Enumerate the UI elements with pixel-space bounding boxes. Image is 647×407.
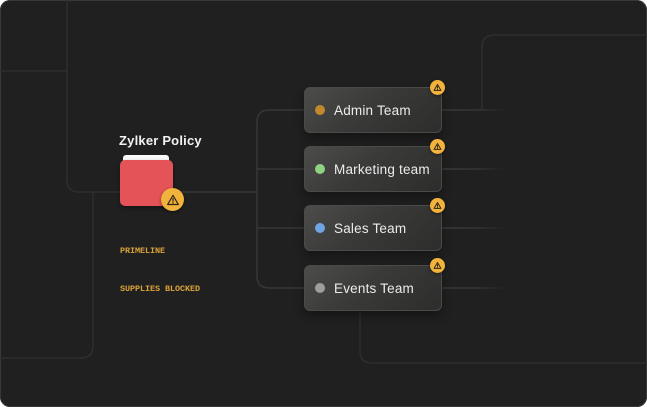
warning-badge-icon	[430, 258, 445, 273]
team-label: Admin Team	[334, 102, 411, 118]
team-color-dot	[315, 283, 325, 293]
policy-status-text: PRIMELINE SUPPLIES BLOCKED	[120, 220, 200, 320]
team-label: Marketing team	[334, 161, 430, 177]
team-color-dot	[315, 223, 325, 233]
warning-badge-icon	[430, 139, 445, 154]
background-frame-line	[0, 192, 94, 359]
warning-badge-icon	[161, 188, 184, 211]
status-line-2: SUPPLIES BLOCKED	[120, 283, 201, 294]
warning-badge-icon	[430, 198, 445, 213]
policy-title: Zylker Policy	[119, 133, 202, 148]
team-color-dot	[315, 164, 325, 174]
warning-triangle-icon	[433, 84, 442, 91]
warning-triangle-icon	[166, 194, 179, 205]
canvas-handle[interactable]	[0, 403, 4, 407]
background-frame-line	[66, 0, 257, 193]
team-label: Events Team	[334, 280, 414, 296]
status-line-1: PRIMELINE	[120, 246, 166, 256]
background-frame-line	[481, 34, 647, 110]
team-card-admin[interactable]: Admin Team	[304, 80, 445, 133]
team-color-dot	[315, 105, 325, 115]
team-card-sales[interactable]: Sales Team	[304, 198, 445, 251]
warning-triangle-icon	[433, 143, 442, 150]
warning-triangle-icon	[433, 262, 442, 269]
team-label: Sales Team	[334, 220, 407, 236]
team-card-events[interactable]: Events Team	[304, 258, 445, 311]
warning-badge-icon	[430, 80, 445, 95]
warning-triangle-icon	[433, 202, 442, 209]
team-card-marketing[interactable]: Marketing team	[304, 139, 445, 192]
canvas-handle[interactable]	[643, 0, 647, 4]
background-frame-line	[359, 313, 647, 364]
policy-folder-node[interactable]	[120, 155, 197, 213]
trunk-connector	[256, 109, 304, 289]
